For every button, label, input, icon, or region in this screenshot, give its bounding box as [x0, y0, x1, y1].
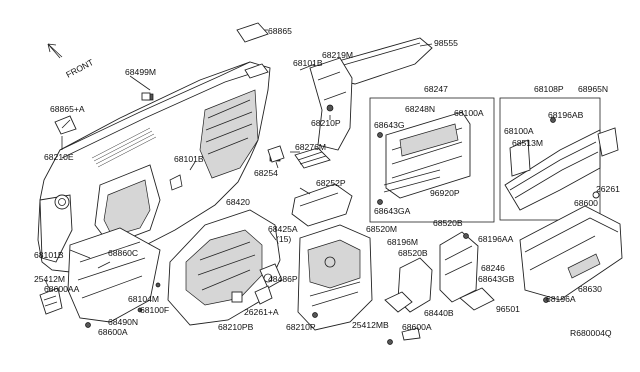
label-68276m: 68276M — [295, 142, 326, 152]
part-68254 — [267, 145, 285, 163]
front-arrow-icon: FRONT — [47, 43, 96, 80]
part-labels: 68865 98555 68219M 68101B 68499M 68865+A… — [34, 26, 620, 338]
label-68440b: 68440B — [424, 308, 454, 318]
label-68600: 68600 — [574, 198, 598, 208]
label-68520m: 68520M — [366, 224, 397, 234]
part-26261-lamp — [592, 191, 600, 199]
label-68108p: 68108P — [534, 84, 564, 94]
label-68101b-2: 68101B — [174, 154, 204, 164]
label-68499m: 68499M — [125, 67, 156, 77]
label-68490n: 68490N — [108, 317, 138, 327]
part-68219m-trim — [309, 57, 353, 151]
front-label: FRONT — [64, 57, 95, 80]
part-68499m-clip — [141, 92, 151, 101]
label-68196a: 68196A — [546, 294, 576, 304]
part-96501-panel — [459, 287, 495, 311]
label-68865: 68865 — [268, 26, 292, 36]
label-68100a-2: 68100A — [504, 126, 534, 136]
label-26261: 26261 — [596, 184, 620, 194]
part-68252p-tray — [291, 183, 353, 227]
label-68100f: 68100F — [140, 305, 169, 315]
leader-lines — [44, 29, 433, 291]
part-68600-glove-box — [519, 205, 623, 301]
label-68196aa: 68196AA — [478, 234, 514, 244]
label-68247: 68247 — [424, 84, 448, 94]
diagram-reference-code: R680004Q — [570, 328, 612, 338]
part-48486p-switch — [259, 263, 283, 289]
label-68425a-qty: (15) — [276, 234, 291, 244]
label-68643gb: 68643GB — [478, 274, 515, 284]
screw-68600a-left — [85, 322, 91, 328]
label-68196m: 68196M — [387, 237, 418, 247]
label-68254: 68254 — [254, 168, 278, 178]
label-68520b-2: 68520B — [398, 248, 428, 258]
label-68865-a: 68865+A — [50, 104, 85, 114]
label-68246: 68246 — [481, 263, 505, 273]
label-96920p: 96920P — [430, 188, 460, 198]
label-68196ab: 68196AB — [548, 110, 584, 120]
label-68104m: 68104M — [128, 294, 159, 304]
part-68860c-panel — [67, 227, 161, 323]
label-68520b: 68520B — [433, 218, 463, 228]
label-68513m: 68513M — [512, 138, 543, 148]
label-68860c: 68860C — [108, 248, 138, 258]
label-68420: 68420 — [226, 197, 250, 207]
part-68600aa-bracket — [39, 287, 63, 315]
part-68965n — [597, 127, 619, 157]
label-25412mb: 25412MB — [352, 320, 389, 330]
label-68101b-3: 68101B — [34, 250, 64, 260]
label-68210pb: 68210PB — [218, 322, 254, 332]
label-68965n: 68965N — [578, 84, 608, 94]
label-68252p: 68252P — [316, 178, 346, 188]
label-68210p: 68210P — [311, 118, 341, 128]
label-68101b: 68101B — [293, 58, 323, 68]
label-68643ga: 68643GA — [374, 206, 411, 216]
assembly-box-68247 — [369, 97, 495, 223]
label-26261-a: 26261+A — [244, 307, 279, 317]
label-68210e: 68210E — [44, 152, 74, 162]
label-98555: 98555 — [434, 38, 458, 48]
label-96501: 96501 — [496, 304, 520, 314]
label-68630: 68630 — [578, 284, 602, 294]
part-68865-lid — [236, 22, 269, 43]
label-68600a-2: 68600A — [402, 322, 432, 332]
label-68643g: 68643G — [374, 120, 405, 130]
label-68600a: 68600A — [98, 327, 128, 337]
label-68425a: 68425A — [268, 224, 298, 234]
label-68219m: 68219M — [322, 50, 353, 60]
label-68210p-2: 68210P — [286, 322, 316, 332]
label-68248n: 68248N — [405, 104, 435, 114]
instrument-panel-drawing — [37, 61, 281, 273]
label-48486p: 48486P — [268, 274, 298, 284]
label-25412m: 25412M — [34, 274, 65, 284]
label-68600aa: 68600AA — [44, 284, 80, 294]
label-68100a: 68100A — [454, 108, 484, 118]
